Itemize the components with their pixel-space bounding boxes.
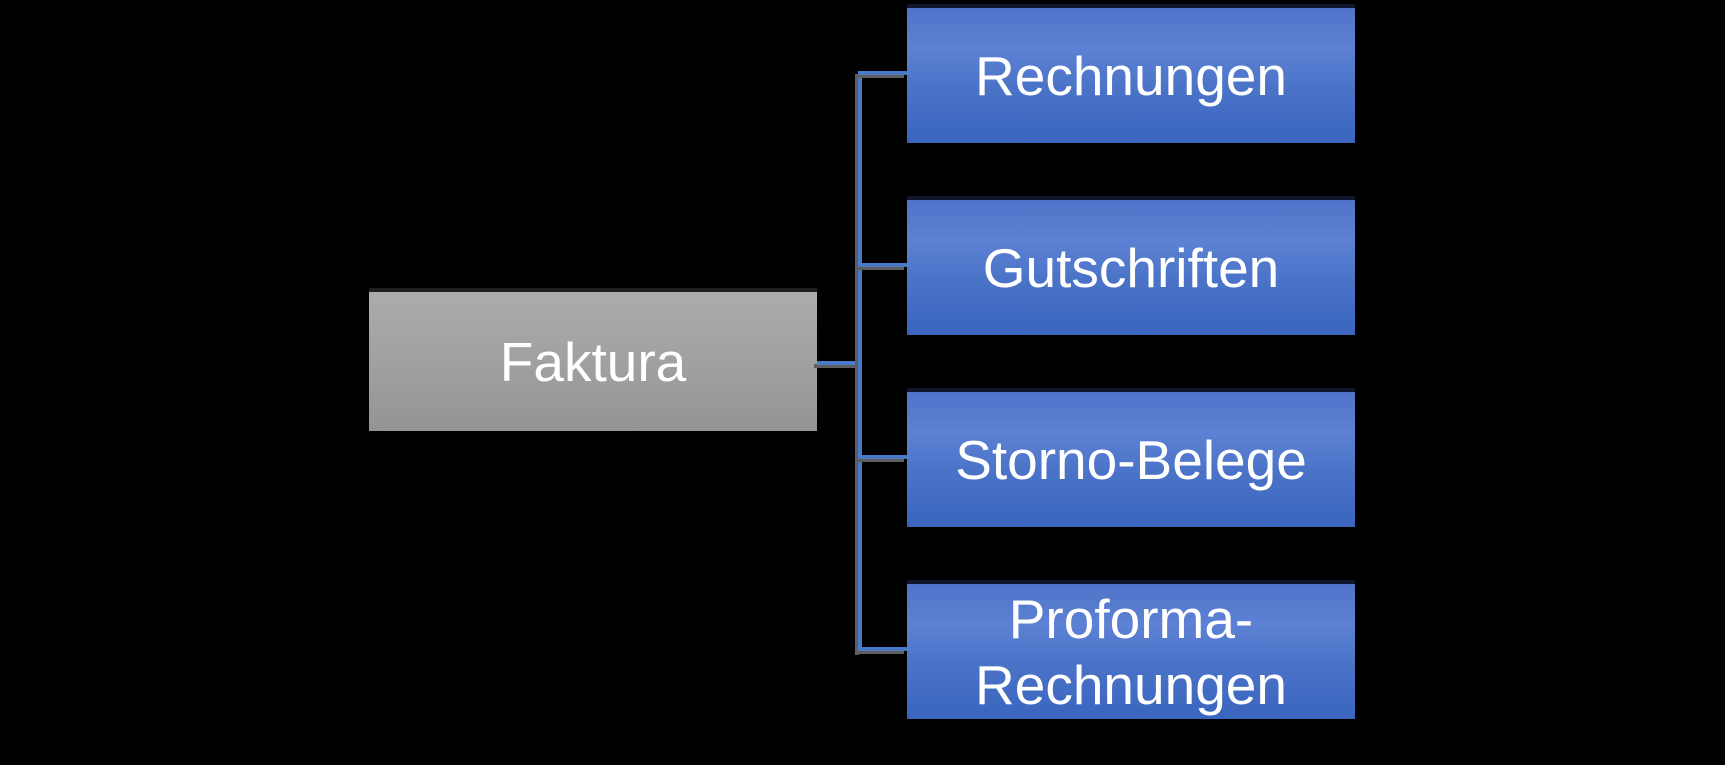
root-node-faktura: Faktura [369, 288, 817, 431]
connector-branch-gutschriften [858, 263, 907, 267]
connector-trunk-vertical [858, 72, 862, 652]
connector-branch-storno-belege [858, 455, 907, 459]
child-node-label: Proforma-Rechnungen [975, 587, 1287, 716]
child-node-gutschriften: Gutschriften [907, 196, 1355, 335]
child-node-proforma-rechnungen: Proforma-Rechnungen [907, 580, 1355, 719]
child-node-rechnungen: Rechnungen [907, 4, 1355, 143]
child-node-storno-belege: Storno-Belege [907, 388, 1355, 527]
root-node-label: Faktura [499, 330, 687, 393]
connector-branch-rechnungen [858, 71, 907, 75]
connector-root-to-trunk [817, 361, 858, 365]
child-node-label: Storno-Belege [955, 428, 1307, 491]
child-node-label: Rechnungen [975, 44, 1287, 107]
connector-branch-proforma-rechnungen [858, 647, 907, 651]
child-node-label: Gutschriften [982, 236, 1280, 299]
